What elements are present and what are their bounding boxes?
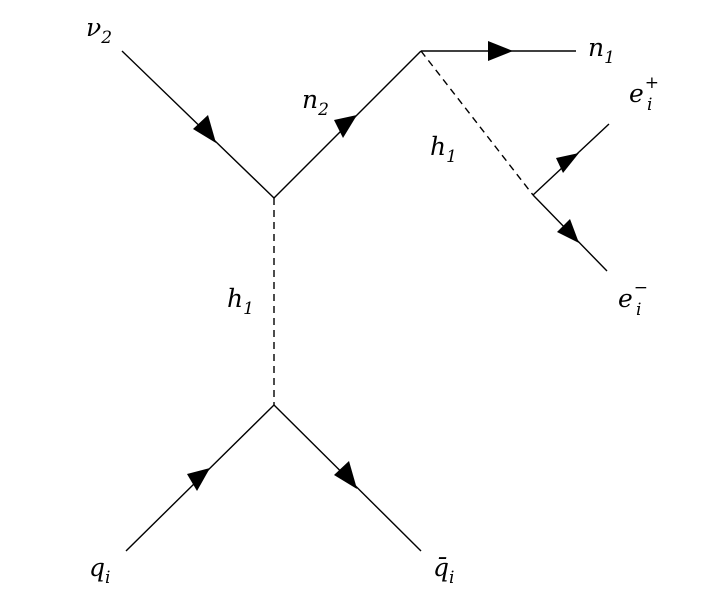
label-e-minus: e−i: [618, 278, 648, 320]
label-h1-vertical: h1: [227, 284, 254, 319]
e-plus-arrow-icon: [556, 153, 579, 173]
label-n2: n2: [302, 85, 329, 120]
h1-diagonal-scalar-line: [420, 50, 534, 196]
label-nu2: ν2: [86, 13, 112, 48]
antiquark-arrow-icon: [334, 461, 357, 489]
quark-arrow-icon: [187, 468, 210, 491]
e-minus-arrow-icon: [557, 219, 579, 243]
label-e-plus: e+i: [629, 73, 659, 115]
label-antiquark: q̄i: [433, 553, 454, 588]
nu2-arrow-icon: [193, 115, 216, 143]
label-n1: n1: [588, 33, 615, 68]
n1-arrow-icon: [488, 41, 513, 61]
n2-arrow-icon: [334, 115, 357, 138]
label-h1-diagonal: h1: [430, 132, 457, 167]
label-quark: qi: [89, 553, 110, 588]
